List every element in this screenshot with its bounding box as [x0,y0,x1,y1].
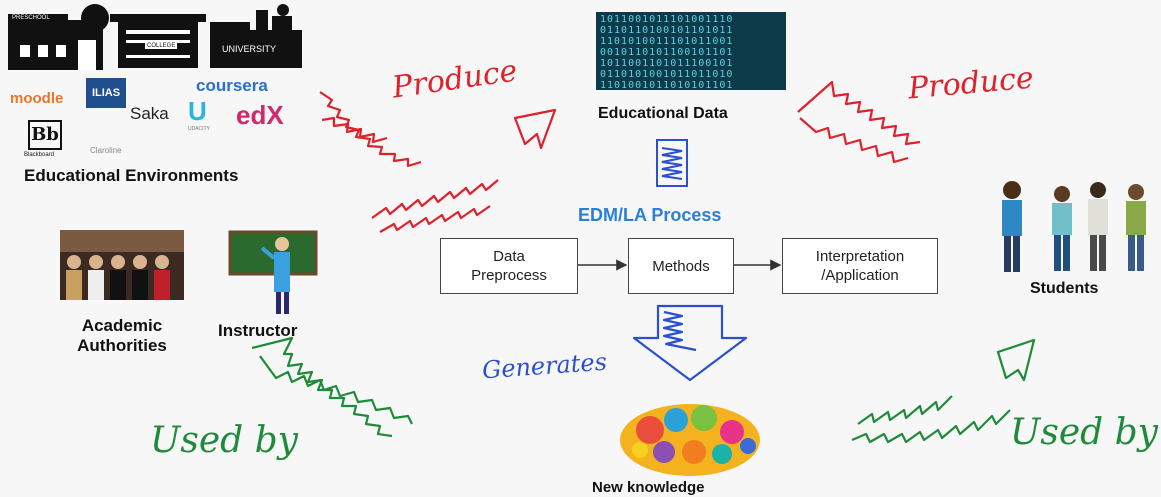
data-to-process-arrow [656,139,688,187]
educational-data-label: Educational Data [598,105,728,122]
university-building-icon [210,4,302,68]
academic-authorities-label: Academic Authorities [77,316,167,355]
college-building-icon [110,14,206,68]
preschool-building-icon [8,4,109,70]
process-step-methods: Methods [628,238,734,294]
brain-knowledge-icon [620,404,760,476]
educational-environments-label: Educational Environments [24,166,239,185]
university-sign: UNIVERSITY [222,44,277,54]
used-by-right-annotation: Used by [1010,412,1158,453]
process-title: EDM/LA Process [578,205,722,225]
produce-arrow-right [797,80,921,164]
process-step-interpretation: Interpretation /Application [782,238,938,294]
generates-arrow [632,304,748,382]
claroline-logo: Claroline [90,146,122,155]
moodle-logo: moodle [10,90,64,107]
produce-arrow-left [319,91,557,233]
instructor-illustration [228,230,318,314]
ilias-logo: ILIAS [86,78,126,108]
process-step-data-preprocess: Data Preprocess [440,238,578,294]
students-illustration [1002,181,1146,272]
instructor-label: Instructor [218,321,298,340]
college-sign: COLLEGE [145,43,178,49]
process-step-label: Methods [652,257,710,275]
used-by-arrow-right [851,338,1036,444]
coursera-logo: coursera [196,76,268,95]
udacity-logo-text: UDACITY [188,126,210,132]
edx-logo: edX [236,100,284,130]
blackboard-logo-text: Blackboard [24,152,55,158]
preschool-sign: PRESCHOOL [12,15,50,21]
binary-data-icon [596,12,786,90]
sakai-logo: Saka [130,104,169,123]
udacity-logo-icon: U [188,96,207,126]
academic-authorities-photo [60,230,184,300]
process-step-label: Data Preprocess [471,248,547,284]
process-step-label: Interpretation /Application [815,248,905,284]
used-by-left-annotation: Used by [150,420,298,461]
used-by-arrow-left [251,336,413,438]
students-label: Students [1030,280,1099,297]
new-knowledge-label: New knowledge [592,479,705,496]
blackboard-bb-logo: Bb [28,120,62,150]
